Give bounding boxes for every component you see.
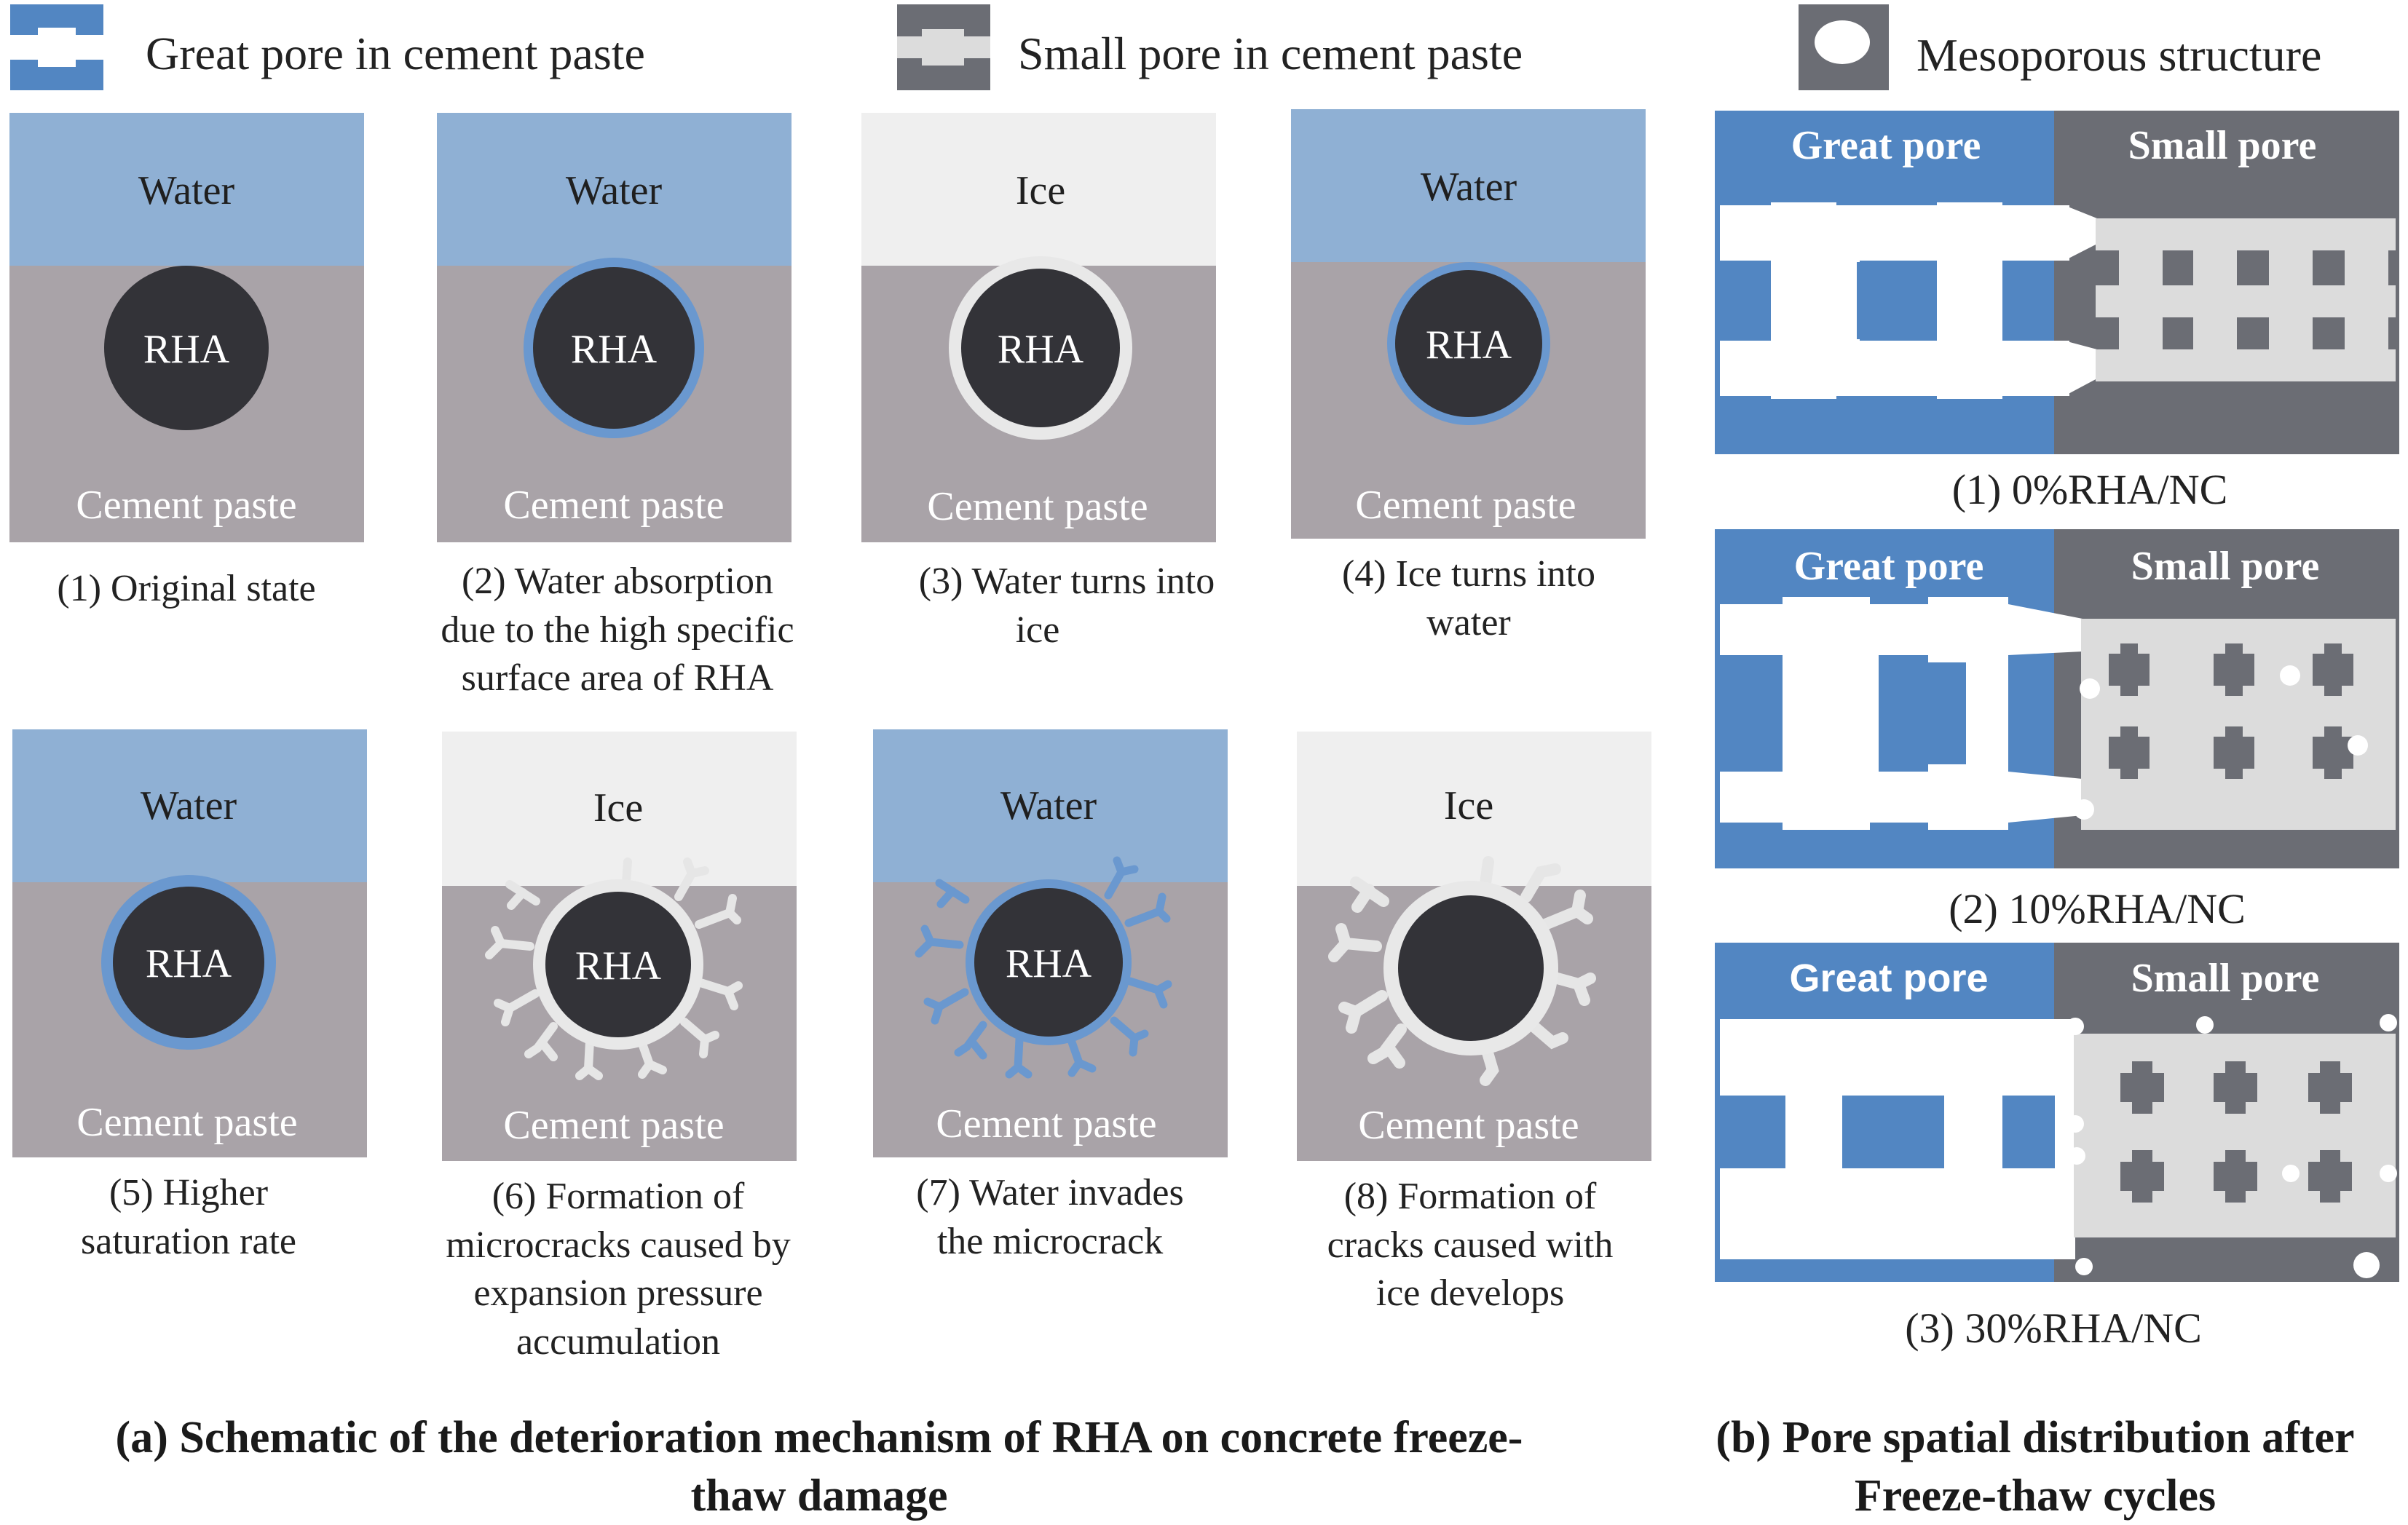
pore-panel-caption: (3) 30%RHA/NC xyxy=(1905,1304,2202,1352)
cement-paste-label: Cement paste xyxy=(76,1100,297,1145)
panel-caption-line: due to the high specific xyxy=(441,609,794,651)
small-pore-label: Small pore xyxy=(2131,544,2320,589)
ice-label: Ice xyxy=(1444,783,1493,828)
panel-caption-line: (7) Water invades xyxy=(916,1172,1183,1213)
panel-caption-line: surface area of RHA xyxy=(462,657,774,699)
small-pore-legend-label: Small pore in cement paste xyxy=(1018,28,1523,79)
caption-b-line-2: Freeze-thaw cycles xyxy=(1855,1471,2216,1521)
mesopores xyxy=(2066,1014,2397,1278)
panel-original-state: Water RHA Cement paste (1) Original stat… xyxy=(9,113,364,609)
ice-label: Ice xyxy=(593,785,643,831)
panel-water-turns-ice: Ice RHA Cement paste (3) Water turns int… xyxy=(861,113,1216,651)
rha-label: RHA xyxy=(571,327,658,372)
great-pore-legend-label: Great pore in cement paste xyxy=(146,28,645,79)
rha-particle xyxy=(974,888,1123,1037)
pore-panel-caption: (2) 10%RHA/NC xyxy=(1949,885,2246,932)
great-pore-blocks xyxy=(1720,662,1966,764)
rha-particle xyxy=(1395,270,1542,417)
rha-label: RHA xyxy=(1006,941,1092,986)
rha-label: RHA xyxy=(143,327,230,372)
panel-water-absorption: Water RHA Cement paste (2) Water absorpt… xyxy=(437,113,794,699)
great-pore-channels xyxy=(1720,597,2083,830)
caption-a-line-1: (a) Schematic of the deterioration mecha… xyxy=(116,1413,1523,1462)
panel-caption-line: microcracks caused by xyxy=(446,1224,791,1266)
microcracks xyxy=(485,857,743,1080)
panel-water-invades: Water RHA Cement paste (7) Water invades… xyxy=(873,729,1228,1262)
water-label: Water xyxy=(1000,783,1097,828)
panel-caption-line: (2) Water absorption xyxy=(462,561,773,602)
panel-higher-saturation: Water RHA Cement paste (5) Higher satura… xyxy=(12,729,367,1262)
cement-paste-label: Cement paste xyxy=(1358,1103,1579,1148)
panel-cracks-develop: Ice Cement paste (8) Formation of cracks… xyxy=(1297,732,1651,1314)
rha-particle xyxy=(113,887,264,1038)
water-filled-microcracks xyxy=(915,856,1172,1079)
pore-panel-0pct: Great pore Small pore (1) 0%RHA/NC xyxy=(1715,111,2399,513)
small-pore-label: Small pore xyxy=(2128,123,2317,168)
rha-label: RHA xyxy=(575,943,662,989)
cement-paste-label: Cement paste xyxy=(1355,483,1576,528)
panel-caption-line: (4) Ice turns into xyxy=(1342,553,1595,595)
small-pore-lattice xyxy=(2096,218,2396,381)
great-pore-legend-icon xyxy=(10,4,103,90)
panel-caption-line: (8) Formation of xyxy=(1344,1176,1597,1217)
mesoporous-legend-label: Mesoporous structure xyxy=(1916,29,2321,81)
rha-particle xyxy=(545,892,691,1037)
water-label: Water xyxy=(566,168,663,213)
water-label: Water xyxy=(138,168,235,213)
panel-caption-line: water xyxy=(1426,602,1510,643)
panel-caption-line: (6) Formation of xyxy=(492,1176,745,1217)
panel-microcracks: Ice RHA Cement paste (6) Formation of mi… xyxy=(442,732,797,1363)
great-pore-label: Great pore xyxy=(1794,544,1984,589)
panel-caption-line: ice xyxy=(1016,609,1060,651)
water-label: Water xyxy=(1421,165,1517,210)
great-pore-channels xyxy=(1720,202,2097,399)
rha-label: RHA xyxy=(998,327,1084,372)
cement-paste-label: Cement paste xyxy=(76,483,296,528)
cement-paste-label: Cement paste xyxy=(936,1101,1156,1146)
panel-ice-turns-water: Water RHA Cement paste (4) Ice turns int… xyxy=(1291,109,1646,643)
panel-caption-line: accumulation xyxy=(516,1321,720,1363)
rha-particle xyxy=(1398,895,1544,1041)
small-pore-blocks xyxy=(2097,256,2340,345)
rha-label: RHA xyxy=(1426,322,1512,368)
panel-caption-line: the microcrack xyxy=(937,1221,1163,1262)
cement-paste-label: Cement paste xyxy=(503,1103,724,1148)
rha-particle xyxy=(533,267,695,429)
mesoporous-legend-icon xyxy=(1799,4,1889,90)
great-pore-label: Great pore xyxy=(1791,123,1981,168)
panel-caption-line: expansion pressure xyxy=(473,1272,762,1314)
small-pore-blocks xyxy=(2120,1061,2352,1203)
small-pore-label: Small pore xyxy=(2131,956,2320,1001)
pore-panel-10pct: Great pore Small pore (2) 10%RHA/NC xyxy=(1715,529,2399,932)
rha-particle xyxy=(961,269,1120,427)
panel-caption-line: saturation rate xyxy=(81,1221,296,1262)
panel-caption-line: (5) Higher xyxy=(109,1172,268,1213)
cement-paste-label: Cement paste xyxy=(927,484,1148,529)
great-pore-blocks xyxy=(1720,1096,2055,1168)
panel-caption-line: (3) Water turns into xyxy=(919,561,1215,602)
great-pore-label: Great pore xyxy=(1789,956,1988,1000)
panel-caption-line: (1) Original state xyxy=(57,568,315,609)
caption-b-line-1: (b) Pore spatial distribution after xyxy=(1716,1413,2354,1462)
panel-caption-line: ice develops xyxy=(1376,1272,1564,1314)
ice-label: Ice xyxy=(1016,168,1065,213)
rha-label: RHA xyxy=(146,941,232,986)
small-pore-legend-icon xyxy=(897,4,990,90)
water-label: Water xyxy=(141,783,237,828)
legend: Great pore in cement paste Small pore in… xyxy=(10,4,2321,90)
pore-panel-30pct: Great pore Small pore (3) 30%RHA/NC xyxy=(1715,943,2399,1352)
rha-particle xyxy=(104,266,269,430)
caption-a-line-2: thaw damage xyxy=(690,1471,947,1521)
pore-panel-caption: (1) 0%RHA/NC xyxy=(1952,466,2228,513)
mesopores xyxy=(2074,665,2368,820)
panel-caption-line: cracks caused with xyxy=(1327,1224,1614,1266)
small-pore-blocks xyxy=(2109,643,2353,779)
cement-paste-label: Cement paste xyxy=(503,483,724,528)
